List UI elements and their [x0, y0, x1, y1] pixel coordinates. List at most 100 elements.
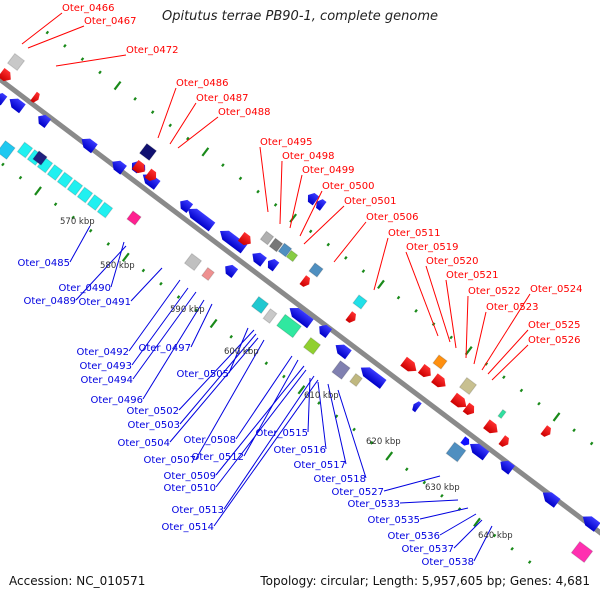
minor-tick	[519, 388, 524, 393]
reverse-gene-label: Oter_0503	[127, 420, 180, 431]
label-leader	[228, 327, 249, 374]
minor-tick	[273, 203, 278, 207]
gene-box	[302, 336, 322, 356]
tick-marks	[1, 30, 594, 564]
minor-tick	[1, 162, 5, 167]
forward-cds	[0, 67, 11, 82]
minor-tick	[449, 335, 453, 340]
label-leader	[289, 174, 303, 229]
forward-cds	[131, 159, 145, 174]
gene-box	[138, 142, 158, 162]
minor-tick	[308, 229, 313, 234]
minor-tick	[176, 295, 181, 299]
reverse-gene-label: Oter_0514	[161, 522, 214, 533]
minor-tick	[344, 256, 348, 260]
scale-label: 590 kbp	[170, 305, 205, 315]
forward-gene-label: Oter_0501	[344, 196, 397, 207]
gene-box	[46, 163, 64, 182]
gene-box	[86, 193, 104, 212]
forward-cds	[144, 168, 157, 181]
minor-tick	[133, 96, 137, 101]
label-leader	[169, 337, 259, 443]
major-tick	[201, 147, 210, 157]
gene-box	[262, 308, 278, 324]
reverse-cds	[267, 259, 280, 272]
gene-box	[458, 376, 478, 396]
gene-box	[259, 230, 275, 246]
major-tick	[385, 451, 394, 461]
label-leader	[327, 383, 347, 465]
reverse-cds	[9, 98, 26, 114]
reverse-gene-label: Oter_0490	[58, 283, 111, 294]
reverse-cds	[412, 401, 422, 413]
reverse-cds	[319, 324, 333, 339]
reverse-gene-label: Oter_0517	[293, 460, 346, 471]
gene-box	[352, 294, 368, 310]
label-leader	[481, 293, 531, 371]
minor-tick	[18, 175, 23, 180]
minor-tick	[317, 401, 321, 405]
reverse-cds	[0, 93, 8, 106]
minor-tick	[238, 176, 243, 181]
scale-label: 570 kbp	[60, 217, 95, 227]
reverse-gene-label: Oter_0515	[255, 428, 308, 439]
minor-tick	[168, 123, 173, 128]
gene-box	[76, 186, 94, 204]
forward-cds	[417, 363, 431, 378]
minor-tick	[282, 374, 286, 379]
gene-box	[285, 249, 299, 263]
forward-gene-label: Oter_0488	[218, 107, 271, 118]
reverse-gene-label: Oter_0508	[183, 435, 236, 446]
minor-tick	[492, 533, 497, 538]
minor-tick	[404, 467, 409, 472]
major-tick	[377, 279, 385, 290]
reverse-cds	[307, 193, 320, 206]
major-tick	[34, 186, 42, 196]
label-leader	[317, 381, 327, 450]
reverse-cds	[225, 264, 239, 279]
minor-tick	[361, 269, 366, 274]
minor-tick	[589, 441, 594, 446]
reverse-gene-label: Oter_0485	[17, 258, 70, 269]
reverse-cds	[500, 460, 515, 475]
major-tick	[297, 385, 306, 395]
reverse-gene-label: Oter_0489	[23, 296, 76, 307]
minor-tick	[186, 136, 190, 141]
gene-box	[183, 252, 203, 272]
forward-cds	[450, 392, 467, 408]
reverse-gene-label: Oter_0502	[126, 406, 179, 417]
label-leader	[177, 116, 219, 149]
scale-label: 610 kbp	[304, 391, 339, 401]
forward-cds	[237, 231, 251, 246]
forward-gene-label: Oter_0523	[486, 302, 539, 313]
gene-box	[16, 141, 34, 159]
forward-gene-label: Oter_0499	[302, 165, 355, 176]
gene-box	[56, 171, 74, 189]
label-leader	[157, 87, 177, 139]
forward-gene-label: Oter_0526	[528, 335, 581, 346]
reverse-gene-label: Oter_0509	[163, 471, 216, 482]
label-leader	[27, 25, 85, 49]
reverse-cds	[252, 252, 267, 267]
minor-tick	[229, 334, 233, 339]
label-leader	[439, 513, 477, 536]
label-leader	[130, 267, 163, 302]
minor-tick	[45, 30, 50, 35]
forward-gene-label: Oter_0495	[260, 137, 313, 148]
forward-gene-label: Oter_0524	[530, 284, 583, 295]
reverse-gene-label: Oter_0537	[401, 544, 454, 555]
label-leader	[373, 237, 389, 291]
label-leader	[75, 245, 127, 301]
reverse-cds	[460, 436, 470, 446]
reverse-cds	[360, 367, 387, 389]
label-leader	[419, 507, 469, 520]
scale-label: 600 kbp	[224, 347, 259, 357]
label-leader	[195, 339, 265, 460]
label-leaders	[21, 12, 531, 562]
label-leader	[299, 190, 323, 237]
reverse-cds	[220, 230, 248, 254]
minor-tick	[246, 348, 251, 352]
minor-tick	[537, 401, 541, 406]
reverse-gene-label: Oter_0497	[138, 343, 191, 354]
minor-tick	[396, 295, 401, 300]
